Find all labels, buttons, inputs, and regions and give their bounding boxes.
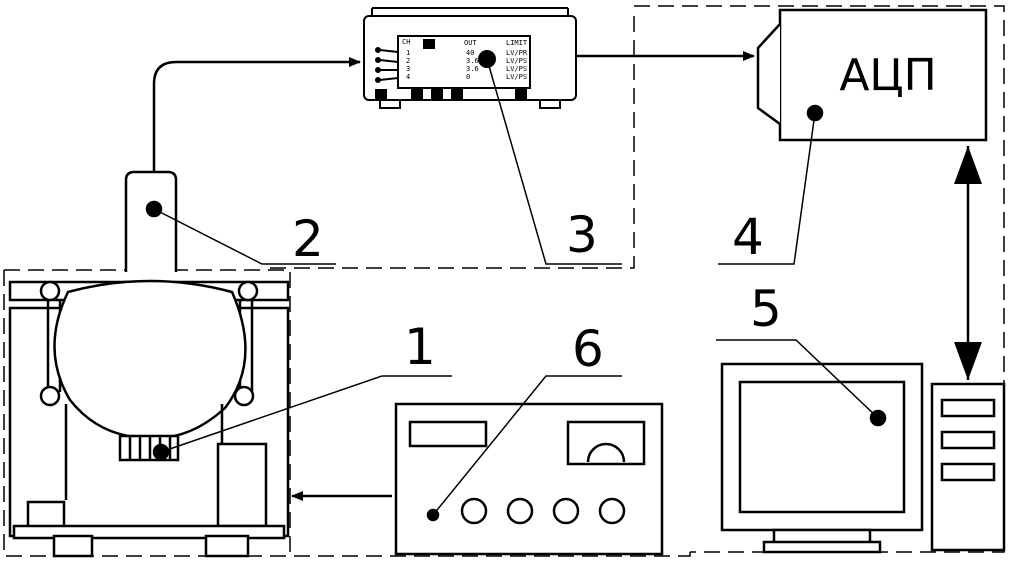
leader-line-5 — [716, 339, 879, 419]
meter-row-number: 3 — [406, 65, 410, 73]
meter-limit-value: LV/PS — [506, 65, 527, 73]
leader-line-1 — [160, 375, 452, 453]
meter-button — [375, 89, 387, 99]
meter-led — [375, 67, 381, 73]
callout-1: 1 — [404, 318, 436, 376]
meter-lead — [379, 49, 399, 53]
drive-bay — [940, 462, 996, 482]
callout-4: 4 — [732, 208, 764, 266]
generator-gauge-arc — [586, 442, 626, 463]
computer — [720, 362, 1006, 554]
meter-button — [411, 89, 423, 99]
actuator-cylinder — [216, 442, 268, 528]
leader-line-4 — [718, 112, 816, 265]
right-foot — [204, 534, 250, 558]
meter-limit-value: LV/PS — [506, 57, 527, 65]
adc-pc-arrow-down — [954, 342, 982, 380]
meter-foot-left — [379, 99, 401, 109]
meter-out-value: 3.6 — [466, 65, 479, 73]
callout-6: 6 — [572, 320, 604, 378]
meter-row-number: 1 — [406, 49, 410, 57]
meter-button — [515, 89, 527, 99]
drive-bay — [940, 398, 996, 418]
meter-out-value: 40 — [466, 49, 474, 57]
generator-display — [408, 420, 488, 448]
meter-button — [451, 89, 463, 99]
meter-led — [375, 47, 381, 53]
meter-zone-boundary — [270, 8, 635, 269]
callout-5: 5 — [750, 280, 782, 338]
probe-housing — [124, 170, 178, 272]
leader-lines — [153, 58, 879, 516]
meter-row-number: 4 — [406, 73, 410, 81]
generator-knob — [460, 497, 488, 525]
generator-knob — [552, 497, 580, 525]
leader-line-6 — [432, 375, 622, 516]
bottom-right-roller — [233, 385, 255, 407]
meter-led — [375, 77, 381, 83]
meter-foot-right — [539, 99, 561, 109]
meter-limit-value: LV/PS — [506, 73, 527, 81]
left-foot — [52, 534, 94, 558]
sphere-body — [53, 279, 247, 440]
drive-bay — [940, 430, 996, 450]
monitor-base — [762, 540, 882, 554]
bottom-left-roller — [39, 385, 61, 407]
meter-display-text: CH 1 2 3 4 OUT 40 3.6 3.6 0 LIMIT LV/PR … — [402, 38, 528, 81]
meter-lead — [379, 59, 399, 63]
monitor-screen — [738, 380, 906, 514]
probe-sensor — [124, 57, 361, 272]
top-right-roller — [237, 280, 259, 302]
top-left-roller — [39, 280, 61, 302]
callout-3: 3 — [566, 206, 598, 264]
meter-out-value: 3.6 — [466, 57, 479, 65]
meter-limit-value: LV/PR — [506, 49, 528, 57]
stand-zone-boundary — [4, 269, 691, 557]
meter-display-indicator — [423, 39, 435, 49]
meter-button — [431, 89, 443, 99]
dashed-boundaries — [3, 5, 1005, 557]
measurement-meter — [363, 7, 577, 109]
meter-out-value: 0 — [466, 73, 470, 81]
meter-out-header: OUT — [464, 39, 477, 47]
probe-cable-arrow — [152, 57, 361, 172]
generator-knob — [598, 497, 626, 525]
meter-display — [397, 35, 531, 89]
adc-pc-arrow-up — [954, 146, 982, 184]
callout-2: 2 — [292, 210, 324, 268]
generator-knob — [506, 497, 534, 525]
meter-limit-header: LIMIT — [506, 39, 528, 47]
meter-channel-label: CH — [402, 38, 410, 46]
signal-generator — [394, 402, 664, 556]
adc-input-port — [756, 23, 781, 126]
leader-line-2 — [153, 208, 336, 265]
vibration-stand — [8, 279, 290, 558]
meter-lead — [379, 77, 399, 81]
leader-line-3 — [486, 58, 622, 265]
adc-label: АЦП — [839, 50, 936, 101]
meter-row-number: 2 — [406, 57, 410, 65]
meter-led — [375, 57, 381, 63]
